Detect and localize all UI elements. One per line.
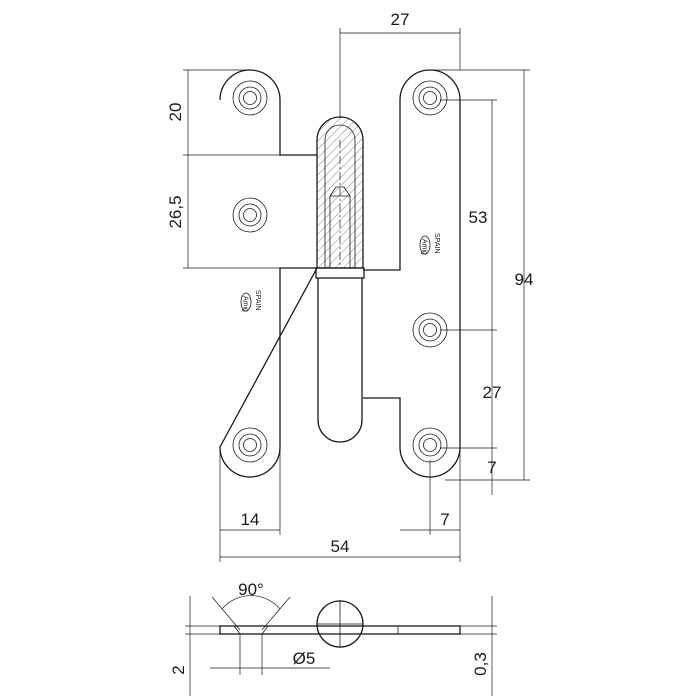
side-view: [219, 600, 461, 648]
svg-text:7: 7: [440, 510, 449, 529]
dimension-top-27: 27: [339, 10, 461, 118]
svg-text:Amig: Amig: [421, 239, 428, 255]
svg-text:Ø5: Ø5: [293, 649, 316, 668]
brand-mark-left: Amig SPAIN: [240, 290, 261, 312]
svg-text:94: 94: [515, 270, 534, 289]
hole-right-top: [412, 80, 448, 116]
dimension-right-27: 27: [440, 330, 502, 449]
dimension-right-53: 53: [440, 99, 497, 331]
svg-text:SPAIN: SPAIN: [254, 290, 261, 311]
svg-text:2: 2: [169, 665, 188, 674]
hole-right-bottom: [412, 427, 448, 463]
dimension-right-7: 7: [487, 448, 497, 495]
svg-text:26,5: 26,5: [166, 195, 185, 228]
left-leaf: [219, 69, 319, 478]
dimension-diameter-5: Ø5: [210, 634, 330, 675]
dimension-bottom-14: 14: [219, 447, 281, 562]
svg-text:20: 20: [166, 103, 185, 122]
svg-text:SPAIN: SPAIN: [433, 233, 440, 254]
dimension-gap-0-3: 0,3: [460, 596, 497, 696]
dimension-angle-90: 90°: [211, 580, 291, 631]
svg-text:53: 53: [469, 208, 488, 227]
brand-mark-right: Amig SPAIN: [419, 233, 440, 255]
hole-left-bottom: [232, 427, 268, 463]
svg-text:27: 27: [483, 383, 502, 402]
svg-text:14: 14: [241, 510, 260, 529]
right-leaf: [363, 69, 461, 478]
dimension-bottom-54: 54: [220, 447, 461, 562]
svg-text:90°: 90°: [238, 580, 264, 599]
dimension-bottom-7: 7: [400, 460, 460, 535]
svg-text:7: 7: [487, 458, 496, 477]
svg-text:0,3: 0,3: [471, 652, 490, 676]
svg-text:54: 54: [331, 537, 350, 556]
dimension-left-20: 20: [166, 69, 280, 156]
svg-text:Amig: Amig: [242, 296, 249, 312]
svg-text:27: 27: [391, 10, 410, 29]
hole-left-middle: [232, 197, 268, 233]
hinge-pin: [315, 116, 365, 443]
dimension-left-26-5: 26,5: [166, 155, 280, 269]
dimension-right-94: 94: [430, 69, 534, 481]
dimension-thickness-2: 2: [169, 596, 222, 696]
hole-left-top: [232, 80, 268, 116]
